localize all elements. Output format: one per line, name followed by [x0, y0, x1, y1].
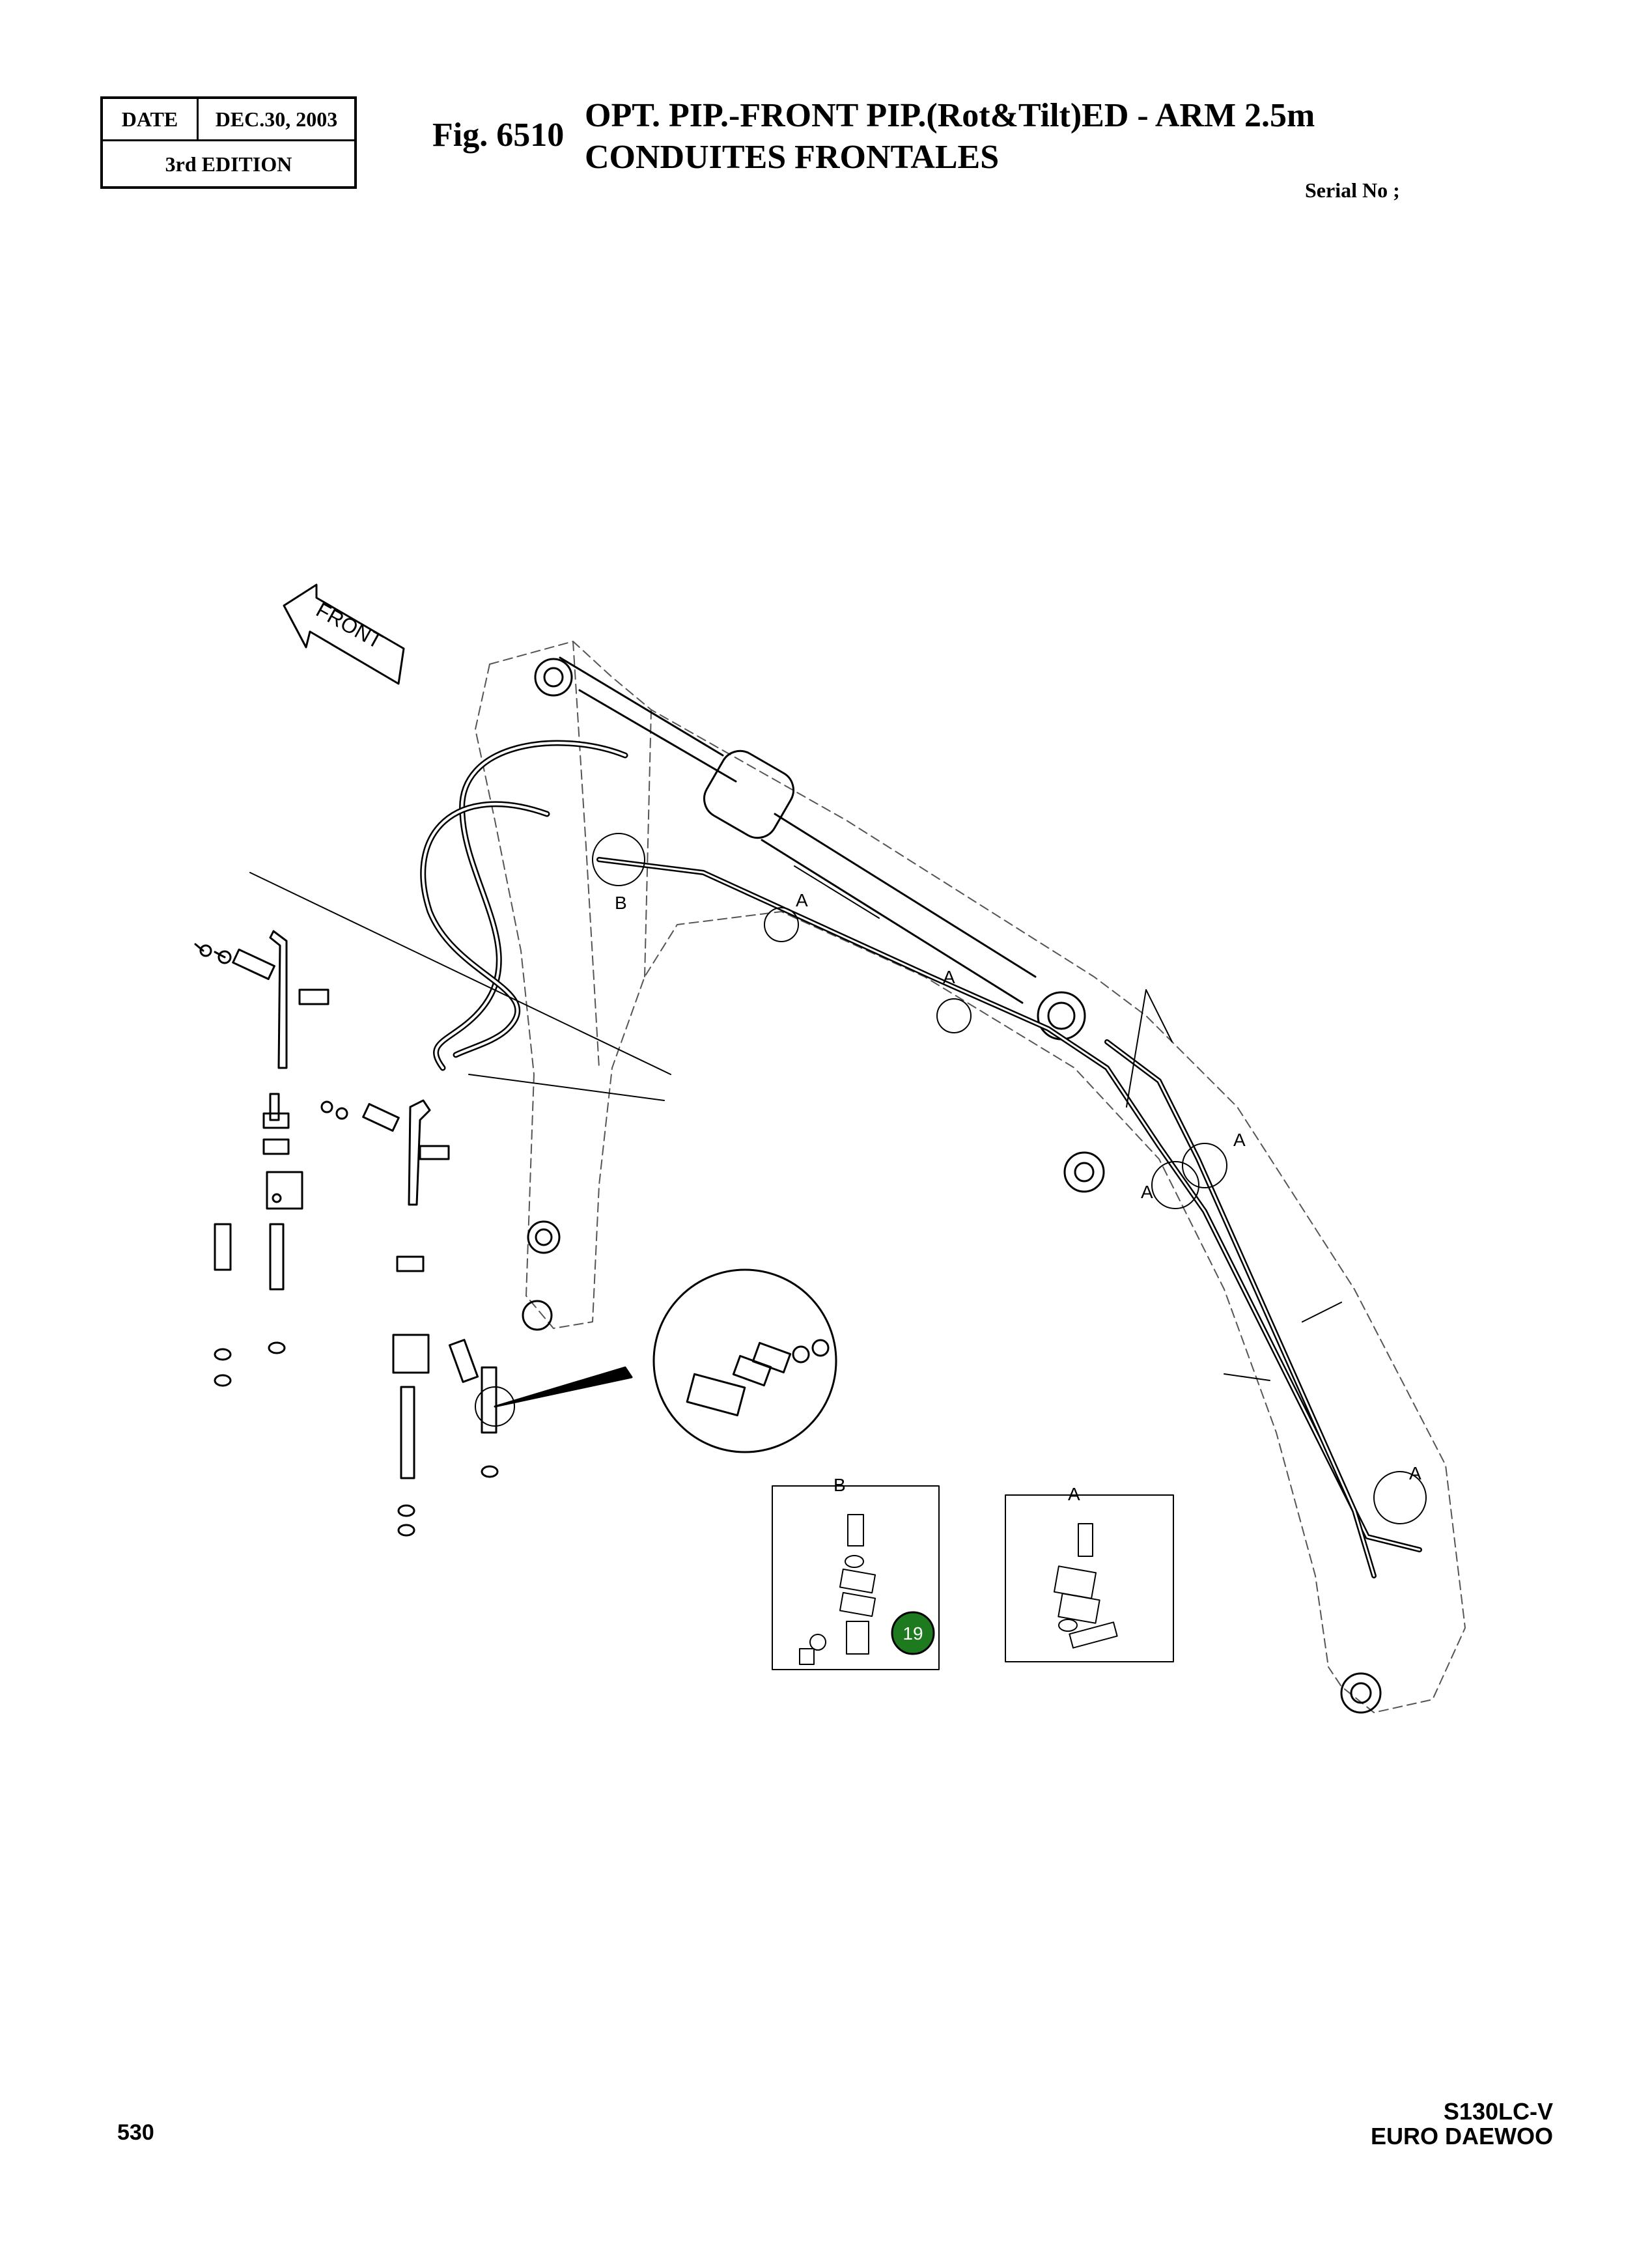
marker-label-a2: A	[943, 967, 955, 987]
serial-number-label: Serial No ;	[1305, 178, 1400, 202]
edition-box: DATE DEC.30, 2003 3rd EDITION	[100, 96, 357, 189]
front-arrow: FRONT	[283, 583, 405, 685]
date-value: DEC.30, 2003	[215, 107, 338, 131]
brand-name: EURO DAEWOO	[1370, 2123, 1553, 2149]
detail-box-a	[1005, 1494, 1174, 1662]
edition-label: 3rd EDITION	[165, 152, 292, 176]
part-callout-19[interactable]: 19	[891, 1611, 935, 1655]
detail-callout	[494, 1268, 837, 1453]
leader-lines	[249, 865, 1342, 1381]
page-number: 530	[117, 2120, 154, 2145]
figure-number: Fig. 6510	[432, 117, 565, 154]
marker-labels: B A A A A A	[615, 890, 1421, 1483]
page-subtitle: CONDUITES FRONTALES	[585, 139, 1000, 176]
detail-box-b-label: B	[833, 1475, 846, 1495]
arm-outline	[475, 641, 1466, 1713]
part-callout-19-label: 19	[903, 1623, 923, 1644]
model-name: S130LC-V	[1443, 2098, 1553, 2125]
marker-label-a1: A	[796, 890, 808, 910]
page-title: OPT. PIP.-FRONT PIP.(Rot&Tilt)ED - ARM 2…	[585, 97, 1315, 134]
arm-details	[522, 656, 1382, 1714]
detail-box-a-label: A	[1068, 1484, 1080, 1504]
detail-box-b	[772, 1485, 940, 1670]
arm-pipes	[596, 857, 1422, 1578]
date-row: DATE DEC.30, 2003	[103, 99, 354, 141]
fittings-column-2	[320, 1099, 499, 1537]
date-label: DATE	[103, 99, 199, 139]
fittings-column-1	[194, 930, 329, 1387]
clamp-markers	[475, 833, 1427, 1524]
marker-label-a5: A	[1409, 1463, 1421, 1483]
marker-label-b: B	[615, 893, 627, 913]
hose-loops	[420, 740, 628, 1071]
marker-label-a4: A	[1141, 1182, 1153, 1202]
model-brand: S130LC-V EURO DAEWOO	[1371, 2099, 1553, 2149]
marker-label-a3: A	[1233, 1130, 1246, 1150]
